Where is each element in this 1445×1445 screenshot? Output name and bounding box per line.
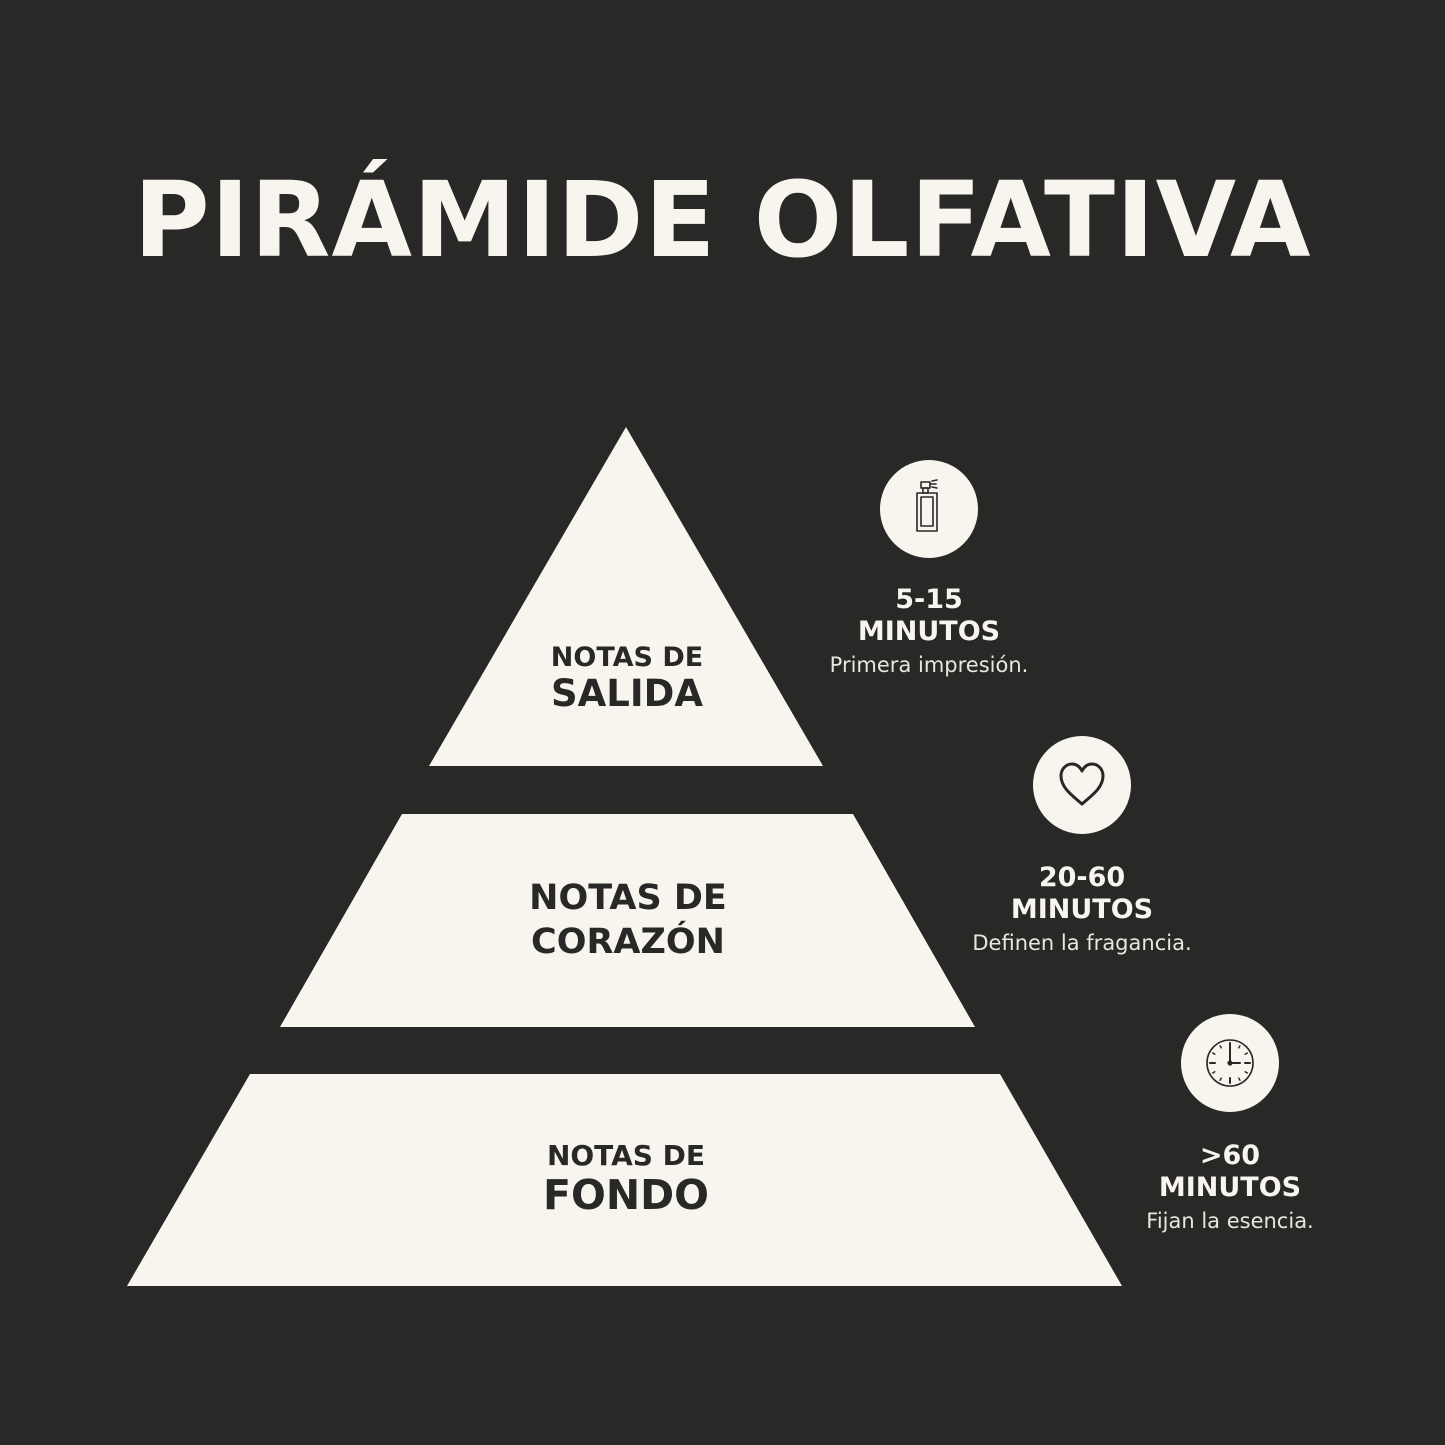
clock-tick — [1211, 1071, 1216, 1074]
perfume-spray-icon — [880, 460, 978, 558]
tier-label-top: NOTAS DE SALIDA — [477, 642, 777, 716]
tier-description: Definen la fragancia. — [972, 931, 1192, 955]
tier-info-middle: 20-60 MINUTOS Definen la fragancia. — [922, 862, 1242, 960]
clock-tick — [1219, 1077, 1222, 1082]
tier-label-line1: NOTAS DE — [529, 878, 727, 918]
tier-label-line1: NOTAS DE — [546, 1139, 706, 1172]
tier-label-line2: FONDO — [542, 1171, 710, 1220]
duration-unit: MINUTOS — [857, 616, 1001, 647]
tier-label-bottom: NOTAS DE FONDO — [476, 1139, 776, 1220]
tier-description: Primera impresión. — [829, 653, 1029, 677]
duration-value: >60 — [1199, 1140, 1261, 1171]
duration-unit: MINUTOS — [1010, 894, 1154, 925]
clock-tick — [1244, 1071, 1249, 1074]
pyramid-tier-bottom — [127, 1074, 1122, 1286]
tier-label-line2: CORAZÓN — [531, 922, 725, 962]
pyramid-tier-middle — [280, 814, 975, 1027]
tier-label-middle: NOTAS DE CORAZÓN — [478, 876, 778, 964]
duration-value: 5-15 — [895, 584, 963, 615]
tier-description: Fijan la esencia. — [1146, 1209, 1314, 1233]
heart-icon — [1033, 736, 1131, 834]
duration-value: 20-60 — [1038, 862, 1126, 893]
clock-icon — [1181, 1014, 1279, 1112]
duration-unit: MINUTOS — [1158, 1172, 1302, 1203]
clock-tick — [1238, 1077, 1241, 1082]
pyramid-tier-top — [429, 427, 823, 766]
clock-tick — [1219, 1044, 1222, 1049]
tier-info-top: 5-15 MINUTOS Primera impresión. — [769, 584, 1089, 682]
tier-label-line1: NOTAS DE — [550, 642, 704, 673]
page-title: PIRÁMIDE OLFATIVA — [133, 159, 1312, 281]
clock-tick — [1244, 1052, 1249, 1055]
clock-tick — [1238, 1044, 1241, 1049]
tier-info-bottom: >60 MINUTOS Fijan la esencia. — [1070, 1140, 1390, 1238]
tier-label-line2: SALIDA — [551, 672, 703, 716]
clock-tick — [1211, 1052, 1216, 1055]
